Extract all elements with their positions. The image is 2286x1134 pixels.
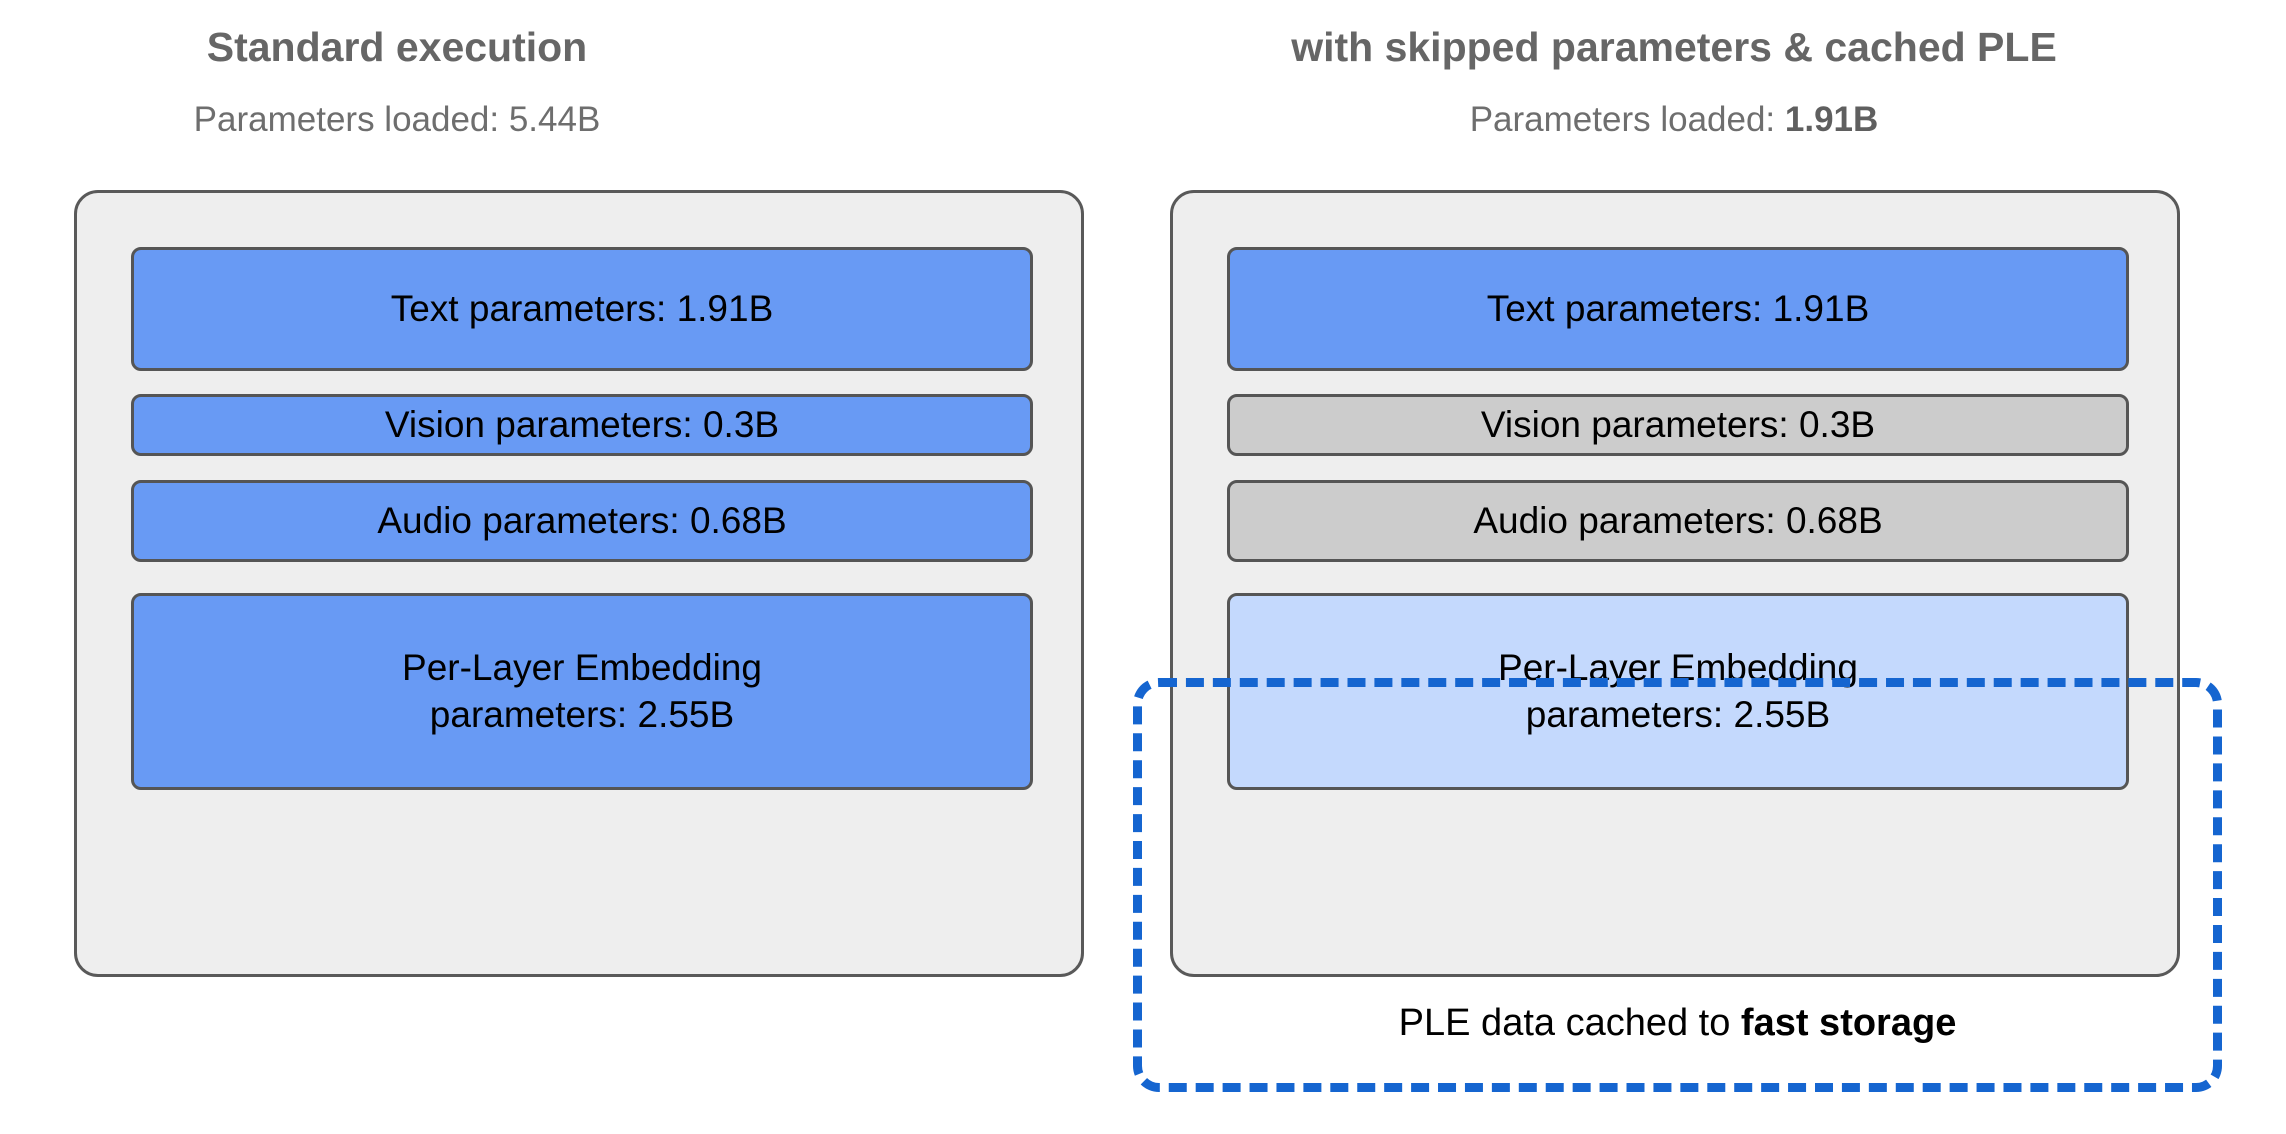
- param-block-standard-vision: Vision parameters: 0.3B: [131, 394, 1033, 456]
- panel-title-optimized: with skipped parameters & cached PLE: [1291, 24, 2057, 70]
- param-block-optimized-audio: Audio parameters: 0.68B: [1227, 480, 2129, 562]
- panel-subtitle-optimized: Parameters loaded: 1.91B: [1170, 100, 2178, 140]
- panel-subtitle-standard: Parameters loaded: 5.44B: [74, 100, 720, 140]
- panel-container-optimized: Text parameters: 1.91B Vision parameters…: [1170, 190, 2180, 977]
- param-block-standard-ple: Per-Layer Embedding parameters: 2.55B: [131, 593, 1033, 790]
- param-block-standard-audio: Audio parameters: 0.68B: [131, 480, 1033, 562]
- param-block-optimized-text: Text parameters: 1.91B: [1227, 247, 2129, 371]
- panel-subtitle-optimized-value: 1.91B: [1784, 100, 1879, 139]
- param-block-optimized-ple: Per-Layer Embedding parameters: 2.55B: [1227, 593, 2129, 790]
- panel-subtitle-standard-prefix: Parameters loaded:: [193, 100, 509, 139]
- cache-caption: PLE data cached to fast storage: [1133, 1002, 2222, 1045]
- panel-container-standard: Text parameters: 1.91B Vision parameters…: [74, 190, 1084, 977]
- panel-subtitle-standard-value: 5.44B: [508, 100, 601, 139]
- param-block-standard-text: Text parameters: 1.91B: [131, 247, 1033, 371]
- panel-subtitle-optimized-prefix: Parameters loaded:: [1469, 100, 1785, 139]
- cache-caption-emphasis: fast storage: [1740, 1002, 1957, 1044]
- param-block-optimized-vision: Vision parameters: 0.3B: [1227, 394, 2129, 456]
- panel-title-standard: Standard execution: [206, 24, 588, 70]
- cache-caption-prefix: PLE data cached to: [1398, 1002, 1741, 1044]
